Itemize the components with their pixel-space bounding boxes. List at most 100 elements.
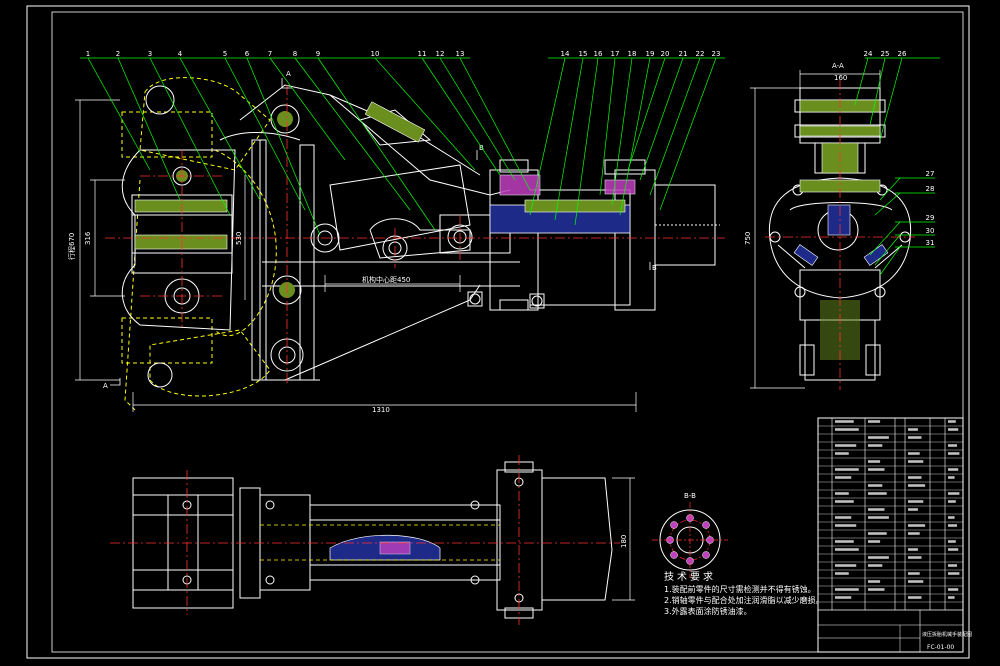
balloon-27: 27 [926, 170, 935, 178]
bom-cell-text [908, 484, 926, 487]
bom-cell-text [908, 428, 918, 431]
dim-side-height: 750 [744, 232, 752, 245]
bom-cell-text [868, 508, 885, 511]
bom-cell-text [868, 532, 887, 535]
balloon-24: 24 [864, 50, 873, 58]
front-view: 1310 行程670 316 530 机构中心距450 A A B B [67, 50, 725, 414]
balloon-6: 6 [245, 50, 250, 58]
bom-cell-text [868, 580, 881, 583]
balloon-5: 5 [223, 50, 227, 58]
bom-cell-text [835, 420, 854, 423]
bom-cell-text [908, 436, 922, 439]
bom-cell-text [948, 468, 959, 471]
inner-frame [51, 11, 964, 653]
bom-cell-text [908, 452, 920, 455]
bom-cell-text [868, 468, 885, 471]
bom-cell-text [948, 596, 955, 599]
notes-heading: 技术要求 [664, 572, 716, 583]
drawing-title: 液压拆胎机械手装配图 [922, 631, 972, 638]
bom-cell-text [868, 460, 881, 463]
drawing-number: FC-01-00 [927, 644, 954, 651]
bom-cell-text [868, 444, 883, 447]
bom-cell-text [948, 428, 959, 431]
bom-cell-text [908, 556, 922, 559]
bom-cell-text [835, 564, 857, 567]
bom-cell-text [908, 460, 924, 463]
bom-cell-text [835, 500, 854, 503]
balloon-4: 4 [178, 50, 183, 58]
balloon-25: 25 [881, 50, 890, 58]
top-view: 180 [110, 455, 635, 625]
bom-cell-text [868, 556, 889, 559]
bom-cell-text [908, 580, 924, 583]
balloon-3: 3 [148, 50, 152, 58]
bom-cell-text [868, 588, 885, 591]
bom-cell-text [835, 452, 849, 455]
bom-cell-text [868, 540, 881, 543]
dim-bottom-height: 180 [620, 535, 628, 548]
bom-cell-text [948, 516, 955, 519]
balloon-14: 14 [561, 50, 570, 58]
section-mark-a-top: A [286, 70, 291, 78]
bom-cell-text [908, 572, 920, 575]
balloon-8: 8 [293, 50, 297, 58]
balloon-16: 16 [594, 50, 603, 58]
bom-cell-text [908, 532, 920, 535]
dim-height-left2: 行程670 [67, 233, 76, 260]
section-mark-b-top: B [479, 144, 484, 152]
balloon-13: 13 [456, 50, 465, 58]
dim-center: 机构中心距450 [362, 275, 410, 284]
balloon-9: 9 [316, 50, 320, 58]
bom-cell-text [835, 444, 857, 447]
bom-cell-text [868, 564, 883, 567]
bom-cell-text [868, 492, 887, 495]
bom-cell-text [868, 420, 881, 423]
balloon-12: 12 [436, 50, 445, 58]
balloon-29: 29 [926, 214, 935, 222]
section-title-b-b: B-B [684, 492, 696, 500]
bom-cell-text [948, 492, 960, 495]
balloon-30: 30 [926, 227, 935, 235]
bom-cell-text [868, 436, 889, 439]
notes-item-3: 3.外露表面涂防锈油漆。 [664, 607, 752, 616]
dim-height-mid: 530 [235, 232, 243, 245]
bom-cell-text [908, 500, 924, 503]
bom-cell-text [908, 596, 922, 599]
bom-cell-text [835, 596, 852, 599]
bom-cell-text [835, 572, 849, 575]
section-mark-b-bottom: B [652, 264, 657, 272]
bom-cell-text [908, 476, 922, 479]
section-mark-a-bottom: A [103, 382, 108, 390]
dim-side-width: 160 [834, 74, 847, 82]
notes-item-2: 2.销轴零件与配合处加注润滑脂以减少磨损。 [664, 596, 824, 605]
balloon-15: 15 [579, 50, 588, 58]
balloon-17: 17 [611, 50, 620, 58]
bom-cell-text [835, 428, 859, 431]
bom-cell-text [948, 452, 960, 455]
bom-cell-text [835, 524, 857, 527]
bom-cell-text [948, 572, 960, 575]
title-block: 液压拆胎机械手装配图 FC-01-00 [817, 417, 972, 653]
balloon-20: 20 [661, 50, 670, 58]
bom-cell-text [948, 564, 957, 567]
outer-frame [26, 5, 970, 659]
bom-cell-text [948, 420, 956, 423]
section-title-a-a: A-A [832, 62, 844, 70]
balloon-23: 23 [712, 50, 721, 58]
balloon-31: 31 [926, 239, 935, 247]
bom-cell-text [948, 588, 959, 591]
balloon-1: 1 [86, 50, 90, 58]
side-view-a-a: A-A 160 750 24 25 26 27 28 29 [744, 50, 940, 390]
bom-cell-text [835, 476, 852, 479]
bom-cell-text [835, 548, 859, 551]
bom-cell-text [948, 444, 957, 447]
balloon-28: 28 [926, 185, 935, 193]
bom-cell-text [835, 468, 859, 471]
balloon-11: 11 [418, 50, 427, 58]
bom-cell-text [948, 476, 955, 479]
dim-overall-length: 1310 [372, 406, 390, 414]
bom-cell-text [835, 492, 849, 495]
bom-cell-text [835, 516, 852, 519]
bom-cell-text [835, 588, 859, 591]
